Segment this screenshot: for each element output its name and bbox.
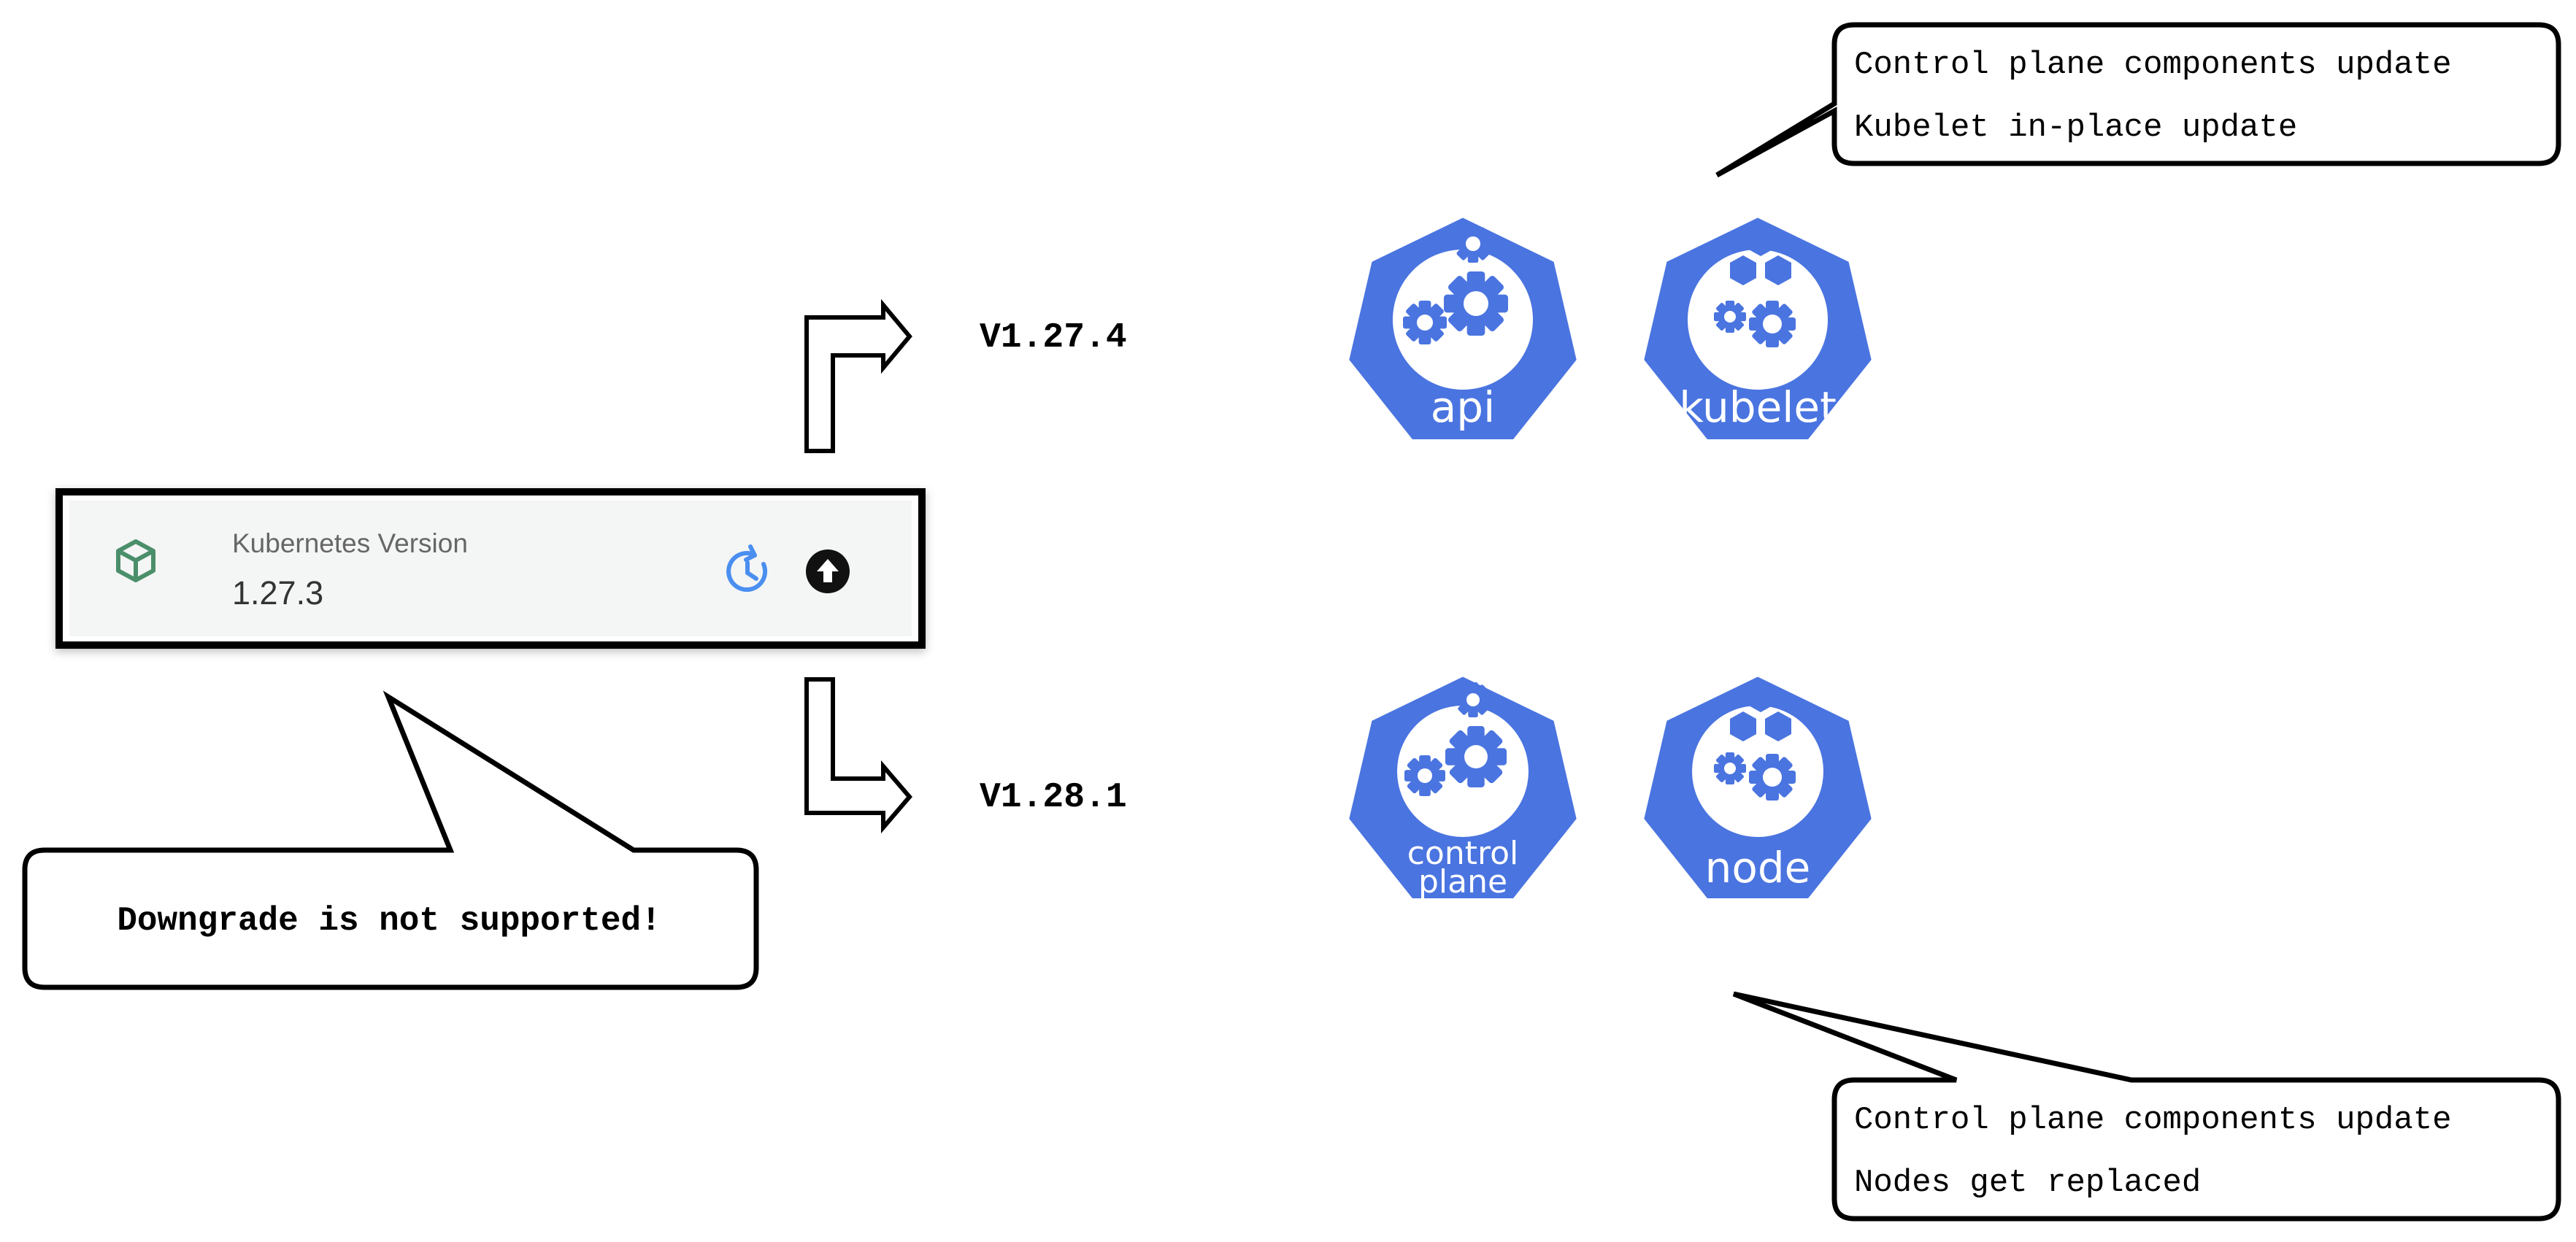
current-version-value: 1.27.3 — [232, 574, 323, 612]
minor-version-label: V1.28.1 — [980, 778, 1127, 817]
callout-line1: Control plane components update — [1854, 47, 2452, 83]
kubelet-component: kubelet — [1638, 212, 1877, 445]
callout-line1: Control plane components update — [1854, 1102, 2452, 1138]
card-title: Kubernetes Version — [232, 528, 468, 558]
component-label-line2: plane — [1418, 863, 1507, 900]
callout-line2: Nodes get replaced — [1854, 1165, 2201, 1201]
node-cubes-gears-icon — [1692, 682, 1823, 837]
downgrade-warning-callout: Downgrade is not supported! — [22, 690, 759, 990]
api-component: api — [1343, 212, 1583, 445]
minor-upgrade-callout: Control plane components update Nodes ge… — [1732, 991, 2561, 1222]
upgrade-path-arrow-patch — [804, 298, 912, 453]
upgrade-path-arrow-minor — [804, 677, 912, 834]
patch-upgrade-callout: Control plane components update Kubelet … — [1715, 22, 2561, 178]
control-plane-component: control plane — [1343, 671, 1583, 904]
kubernetes-version-card: Kubernetes Version 1.27.3 — [55, 488, 926, 649]
kubelet-cubes-gears-icon — [1688, 226, 1828, 390]
node-component: node — [1638, 671, 1877, 904]
history-icon[interactable] — [726, 544, 768, 593]
patch-version-label: V1.27.4 — [980, 318, 1127, 358]
control-plane-gears-icon — [1397, 682, 1529, 837]
api-gears-icon — [1393, 225, 1533, 390]
component-label-line1: control — [1407, 835, 1519, 872]
component-label: node — [1705, 843, 1811, 892]
downgrade-warning-text: Downgrade is not supported! — [117, 902, 661, 940]
upgrade-arrow-icon[interactable] — [806, 549, 850, 593]
callout-line2: Kubelet in-place update — [1854, 109, 2297, 146]
component-label: api — [1431, 382, 1495, 432]
card-inner — [69, 501, 912, 636]
kubernetes-cube-icon — [116, 539, 155, 582]
component-label: kubelet — [1679, 382, 1837, 432]
